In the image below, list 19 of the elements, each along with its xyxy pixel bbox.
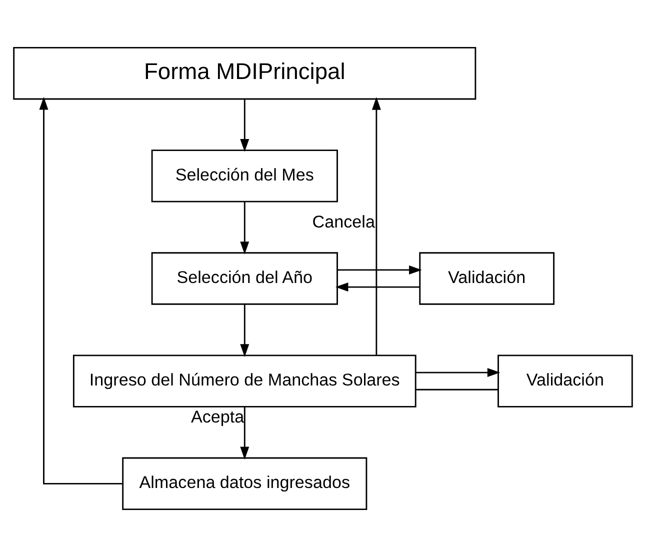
arrow xyxy=(240,99,250,152)
arrow xyxy=(372,97,381,356)
node-box: Almacena datos ingresados xyxy=(122,457,368,510)
node-box: Ingreso del Número de Manchas Solares xyxy=(72,354,416,408)
node-box: Validación xyxy=(498,354,633,408)
edge-label: Cancela xyxy=(312,212,375,232)
arrow xyxy=(240,406,250,460)
connector xyxy=(416,388,498,390)
node-box: Selección del Año xyxy=(151,252,338,305)
node-box: Validación xyxy=(419,252,555,305)
arrow xyxy=(240,304,250,357)
arrow xyxy=(338,265,422,274)
arrow xyxy=(416,368,500,378)
edge-label: Acepta xyxy=(190,407,244,426)
arrow xyxy=(240,202,250,254)
node-box: Selección del Mes xyxy=(151,150,338,202)
arrow xyxy=(39,96,123,484)
arrow xyxy=(335,282,420,292)
node-box: Forma MDIPrincipal xyxy=(13,46,476,100)
